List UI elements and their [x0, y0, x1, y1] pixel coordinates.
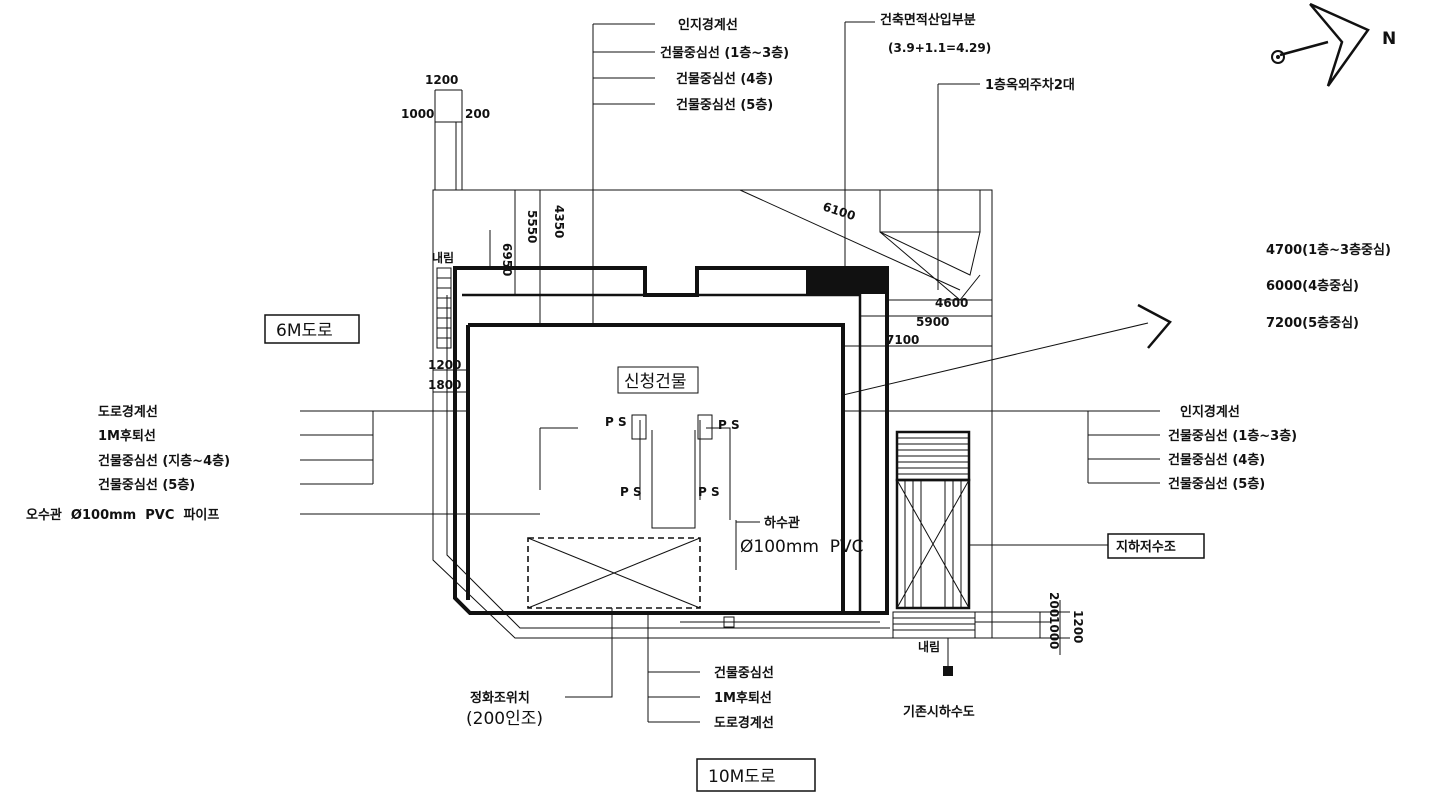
dim-1800: 1800 [428, 378, 461, 392]
top-left-dim-lines [434, 89, 541, 325]
parking-note-leader [937, 83, 980, 290]
sewage-pipe-label: 오수관 Ø100mm PVC 파이프 [26, 507, 219, 523]
stair-upper-hatch [897, 437, 969, 475]
pointer-line [842, 322, 1149, 396]
parking-outline [879, 189, 981, 276]
bottom-label-centerline: 건물중심선 [714, 665, 774, 681]
building-label-box [617, 366, 699, 394]
dim-1000: 1000 [401, 107, 434, 121]
stair-left-lines [437, 277, 451, 339]
left-dim-lines [433, 369, 470, 393]
left-leader-bracket [300, 410, 470, 485]
existing-sewer-label: 기존시하수도 [903, 704, 975, 720]
drain-pipe-line1: 하수관 [764, 515, 800, 531]
building-label: 신청건물 [624, 372, 687, 392]
road-boundary-inner [446, 295, 890, 629]
dim-5550: 5550 [525, 210, 539, 243]
road-south-label: 10M도로 [708, 767, 776, 787]
dim-6950: 6950 [500, 243, 514, 276]
bottom-label-road-boundary: 도로경계선 [714, 715, 774, 731]
septic-line1: 정화조위치 [470, 690, 530, 706]
area-note-title: 건축면적산입부분 [880, 12, 976, 28]
ps-label-top-right: P S [718, 418, 740, 432]
dim-6100: 6100 [821, 200, 857, 224]
north-arrow-center-icon [1271, 50, 1285, 64]
stair-label-left: 내림 [432, 250, 454, 265]
site-boundary-line [432, 189, 993, 639]
left-label-center-5: 건물중심선 (5층) [98, 477, 195, 493]
tank-label: 지하저수조 [1116, 539, 1176, 555]
road-south-box [696, 758, 816, 792]
pipe-run-right [706, 427, 737, 570]
septic-tank-cross [527, 537, 701, 609]
building-outer-wall [453, 266, 889, 615]
dim-5900: 5900 [916, 315, 949, 329]
existing-sewer-marker [943, 666, 953, 676]
stair-lower [892, 611, 976, 639]
tank-hatch [896, 479, 970, 609]
top-site-boundary-label: 인지경계선 [678, 17, 738, 33]
top-center-1-3-label: 건물중심선 (1층~3층) [660, 45, 789, 61]
ps-label-bottom-right: P S [698, 485, 720, 499]
centerline-dim-2: 6000(4층중심) [1266, 278, 1359, 294]
top-center-4-label: 건물중심선 (4층) [676, 71, 773, 87]
ps-label-top-left: P S [605, 415, 627, 429]
septic-tank [527, 537, 701, 609]
dim-1000-br: 1000 [1047, 616, 1061, 649]
area-note-formula: (3.9+1.1=4.29) [888, 41, 991, 55]
bottom-right-dim-lines [975, 600, 1070, 655]
dim-1200-br: 1200 [1071, 610, 1085, 643]
right-label-site-boundary: 인지경계선 [1180, 404, 1240, 420]
right-label-center-5: 건물중심선 (5층) [1168, 476, 1265, 492]
dim-200: 200 [465, 107, 490, 121]
left-label-center-b1-4: 건물중심선 (지층~4층) [98, 453, 230, 469]
dim-1200-left: 1200 [428, 358, 461, 372]
centerline-dim-3: 7200(5층중심) [1266, 315, 1359, 331]
pipe-run-left [539, 420, 701, 529]
stair-label-bottom: 내림 [918, 639, 940, 654]
right-dim-lines [843, 299, 992, 347]
road-west-label: 6M도로 [276, 321, 333, 341]
centerline-dim-1: 4700(1층~3층중심) [1266, 242, 1391, 258]
building-line-4f [462, 293, 862, 612]
right-label-center-4: 건물중심선 (4층) [1168, 452, 1265, 468]
tank-label-box [1107, 533, 1205, 559]
dim-4600: 4600 [935, 296, 968, 310]
dim-7100: 7100 [886, 333, 919, 347]
top-center-5-label: 건물중심선 (5층) [676, 97, 773, 113]
dim-200-br: 200 [1047, 592, 1061, 617]
dim-1200-top: 1200 [425, 73, 458, 87]
septic-line2: (200인조) [466, 709, 543, 729]
dim-4350: 4350 [552, 205, 566, 238]
drain-pipe-line2: Ø100mm PVC [740, 537, 864, 557]
right-label-center-1-3: 건물중심선 (1층~3층) [1168, 428, 1297, 444]
ps-box-left [631, 414, 647, 440]
cleanout-box [723, 616, 735, 628]
right-leader-bracket [843, 410, 1160, 484]
road-west-box [264, 314, 360, 344]
left-label-road-boundary: 도로경계선 [98, 404, 158, 420]
bottom-leader-bracket [647, 612, 700, 723]
parking-note: 1층옥외주차2대 [985, 77, 1075, 93]
bottom-label-setback: 1M후퇴선 [714, 690, 772, 706]
septic-leader [565, 608, 613, 698]
left-label-setback: 1M후퇴선 [98, 428, 156, 444]
north-arrow-icon [1279, 2, 1370, 87]
underground-tank [895, 478, 971, 610]
area-inclusion-block [806, 270, 888, 294]
ps-label-bottom-left: P S [620, 485, 642, 499]
north-label: N [1382, 29, 1396, 49]
top-leader-bracket [592, 23, 655, 325]
ps-box-right [697, 414, 713, 440]
area-note-leader [844, 21, 875, 270]
pointer-arrow-icon [1137, 303, 1172, 349]
